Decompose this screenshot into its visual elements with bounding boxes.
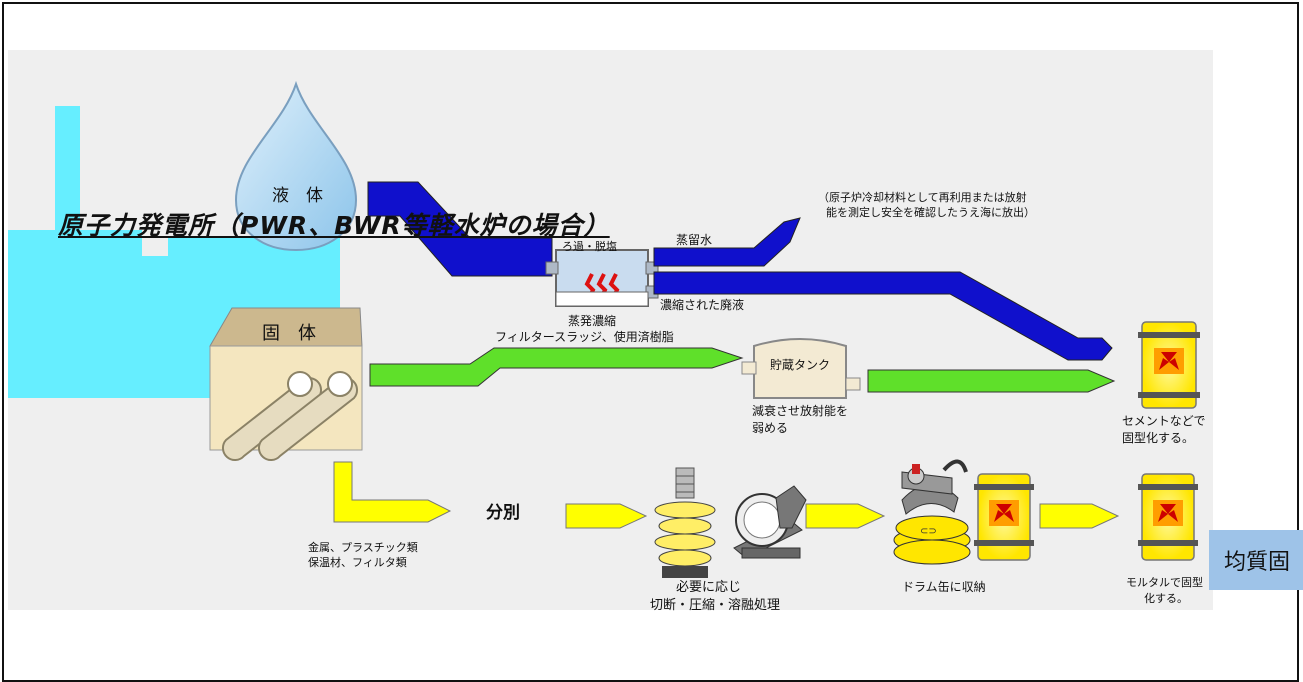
solid-label: 固 体 xyxy=(262,323,316,344)
concentrated-waste-pipe xyxy=(653,271,1113,361)
recycle-note-line1: （原子炉冷却材料として再利用または放射 xyxy=(818,191,1027,204)
distilled-water-pipe xyxy=(653,217,801,267)
metal-note-line2: 保温材、フィルタ類 xyxy=(308,556,407,569)
mortar-note-line2: 化する。 xyxy=(1144,592,1188,605)
recycle-note-line2: 能を測定し安全を確認したうえ海に放出） xyxy=(826,206,1035,219)
melting-furnace-icon xyxy=(733,485,807,559)
metal-note-line1: 金属、プラスチック類 xyxy=(308,541,418,554)
water-drop-icon xyxy=(234,80,358,252)
waste-drum-icon-3 xyxy=(1138,473,1198,561)
diagram-graphics: ⊂⊃ xyxy=(8,80,1200,578)
sorting-arrow xyxy=(565,503,648,529)
to-final-drum-arrow xyxy=(1039,503,1120,529)
waste-drum-icon-1 xyxy=(1138,321,1200,409)
drum-storage-label: ドラム缶に収納 xyxy=(902,580,986,594)
sorting-label: 分別 xyxy=(486,503,520,523)
drum-loading-icon: ⊂⊃ xyxy=(893,459,971,565)
mortar-note-line1: モルタルで固型 xyxy=(1126,576,1203,589)
plant-left-block xyxy=(8,285,42,398)
decay-note-line2: 弱める xyxy=(752,421,789,435)
metal-waste-pipe xyxy=(333,461,452,523)
svg-text:⊂⊃: ⊂⊃ xyxy=(920,526,937,537)
storage-tank-label: 貯蔵タンク xyxy=(770,358,831,372)
processing-note-line1: 必要に応じ xyxy=(676,580,742,595)
sludge-label: フィルタースラッジ、使用済樹脂 xyxy=(495,330,674,344)
filter-label: ろ過・脱塩 xyxy=(562,240,617,253)
filter-cylinders-icon xyxy=(221,371,359,462)
distilled-water-label: 蒸留水 xyxy=(676,233,713,247)
waste-drum-icon-2 xyxy=(974,473,1034,561)
cement-note-line2: 固型化する。 xyxy=(1122,431,1195,445)
liquid-label: 液 体 xyxy=(272,186,323,206)
evaporation-label: 蒸発濃縮 xyxy=(568,314,617,328)
liquid-pipe-to-filter xyxy=(367,181,553,277)
storage-tank xyxy=(753,338,847,399)
page-title: 原子力発電所（PWR、BWR等軽水炉の場合） xyxy=(58,211,610,240)
compactor-icon xyxy=(654,467,716,578)
processing-note-line2: 切断・圧縮・溶融処理 xyxy=(650,598,781,613)
tank-to-drum-pipe xyxy=(867,369,1116,393)
cement-note-line1: セメントなどで xyxy=(1122,414,1206,428)
concentrated-waste-label: 濃縮された廃液 xyxy=(660,298,745,312)
to-drum-arrow xyxy=(805,503,886,529)
sludge-pipe xyxy=(369,347,744,387)
decay-note-line1: 減衰させ放射能を xyxy=(752,404,849,418)
homogeneous-solid-label: 均質固 xyxy=(1209,530,1303,590)
